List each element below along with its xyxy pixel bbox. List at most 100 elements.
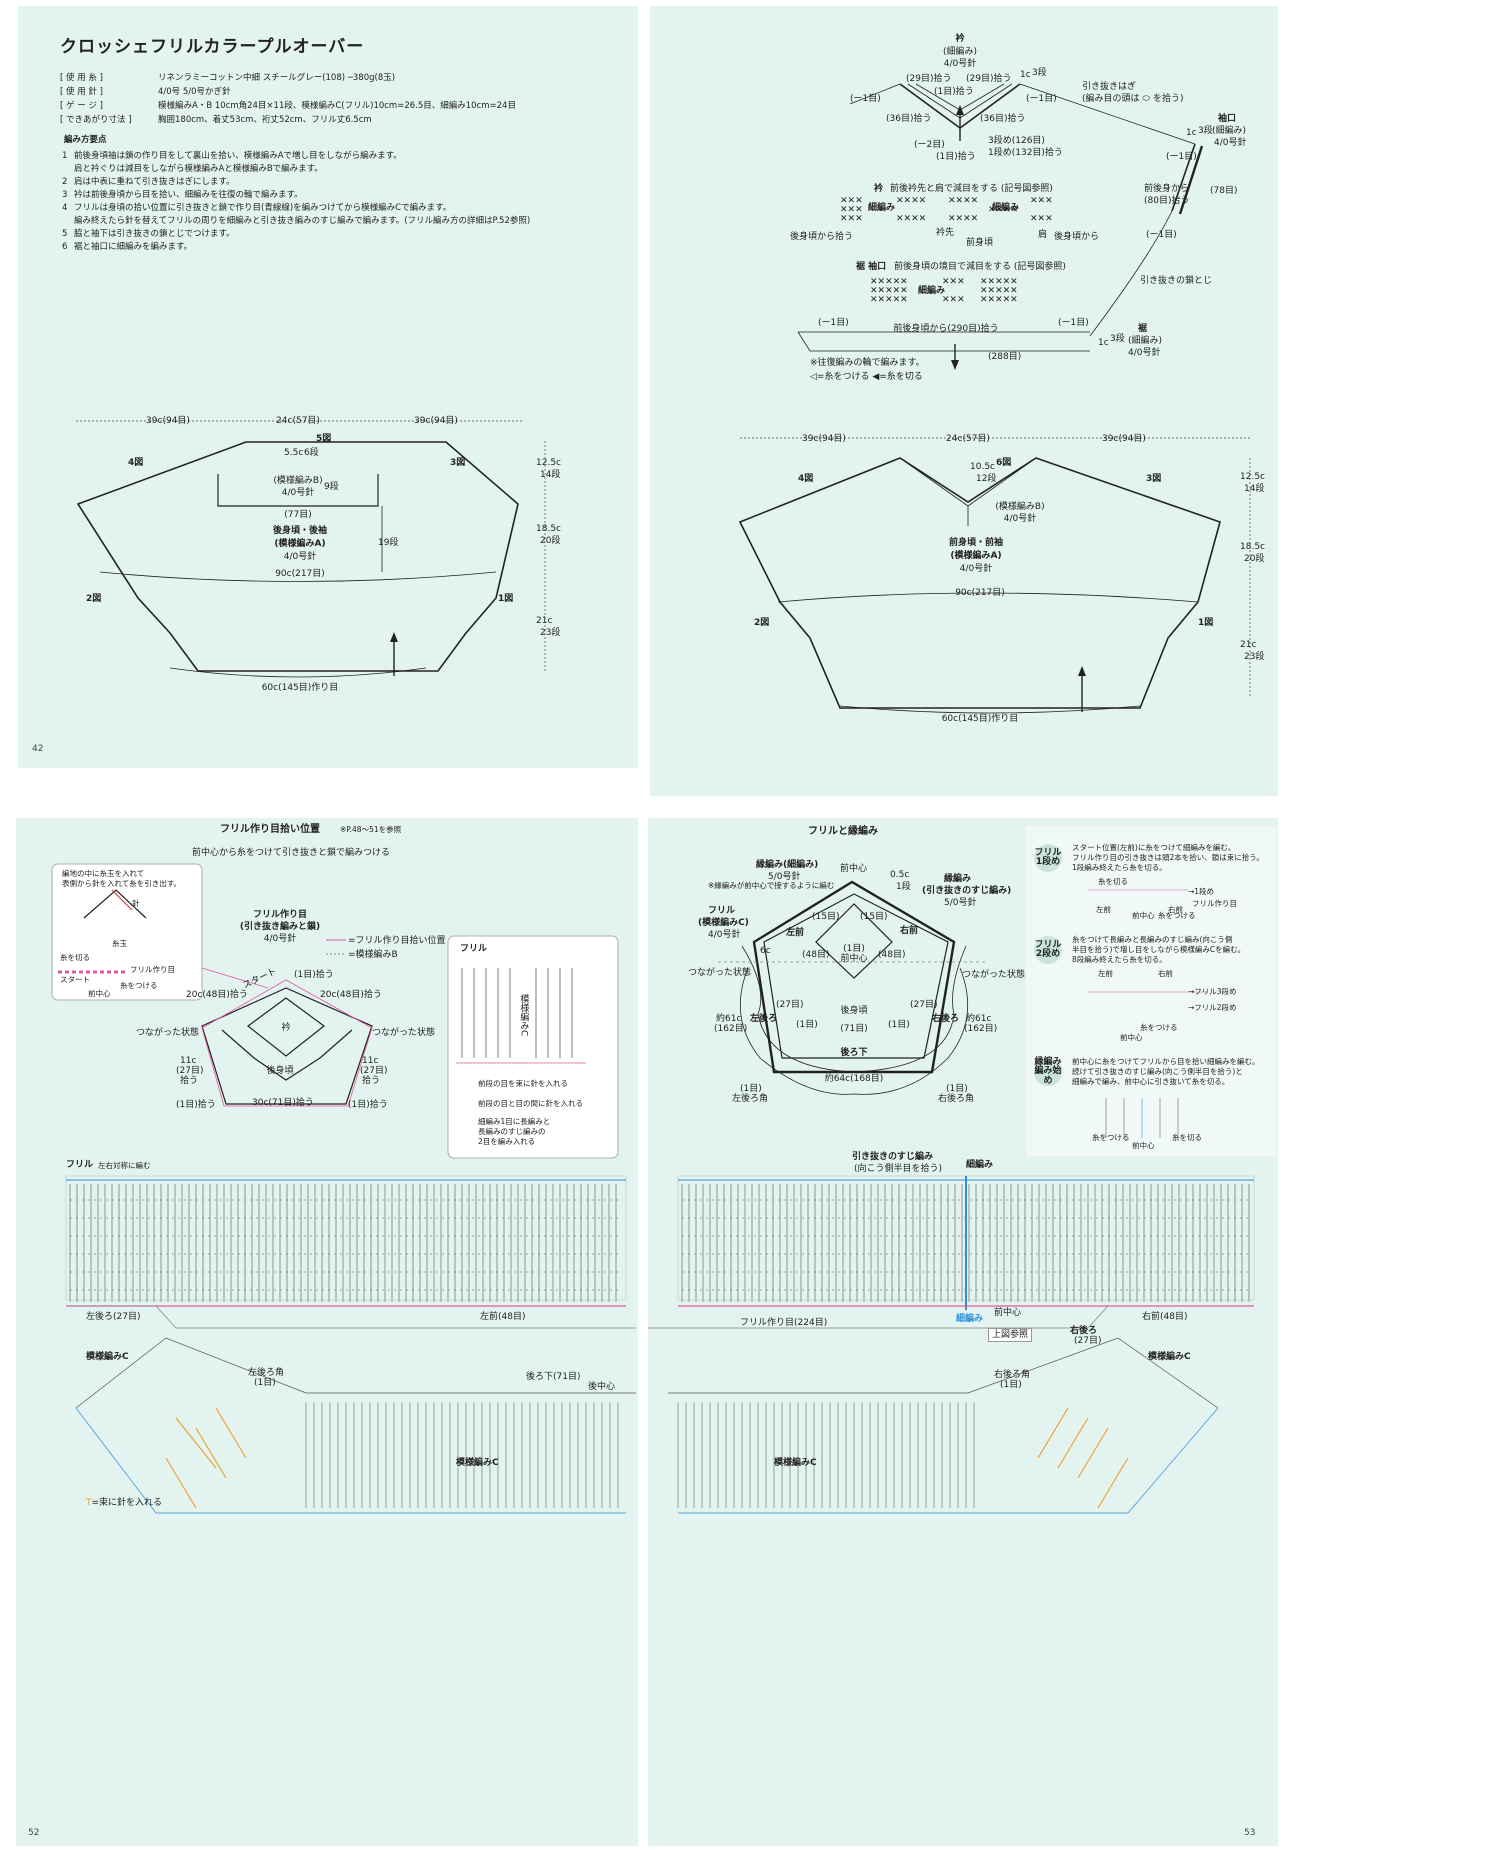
dim-label: (1目)拾う [176, 1100, 216, 1110]
inset-label: 針 [132, 899, 140, 908]
pattern-label: (模様編みB) [995, 502, 1045, 512]
svg-text:✕✕✕: ✕✕✕ [840, 205, 863, 215]
section-title: フリルと縁編み [808, 826, 878, 837]
step-label: 糸をつける [1140, 1023, 1178, 1032]
dim-label: (ー1目) [850, 94, 881, 104]
svg-text:✕✕✕: ✕✕✕ [942, 295, 965, 305]
dim-label: (162目) [714, 1024, 748, 1034]
svg-text:✕✕✕✕: ✕✕✕✕ [948, 196, 978, 206]
frill-base-sub: (引き抜き編みと鎖) [239, 922, 321, 932]
spec-value: 胸囲180cm、着丈53cm、裄丈52cm、フリル丈6.5cm [158, 115, 372, 125]
dim-label: (1目)拾う [294, 970, 334, 980]
dim-label: 1段め(132目)拾う [988, 148, 1063, 158]
needle-label: 4/0号針 [1214, 138, 1247, 148]
dim-label: 90c(217目) [275, 569, 325, 579]
dim-label: (288目) [988, 352, 1022, 362]
dim-label: 9段 [324, 482, 339, 492]
dim-label: 19段 [378, 538, 399, 548]
step-text: フリル作り目の引き抜きは頭2本を拾い、鎖は束に拾う。 [1072, 853, 1264, 862]
step-text: 前中心に糸をつけてフリルから目を拾い細編みを編む。 [1072, 1057, 1260, 1066]
key-text: 前段の目を束に針を入れる [478, 1079, 568, 1088]
svg-text:✕✕✕: ✕✕✕ [942, 277, 965, 287]
spec-row: [ 使 用 糸 ] [60, 73, 103, 83]
frill-stitch-grid-53 [677, 1175, 1255, 1310]
back-body-schematic [76, 420, 546, 678]
dim-label: つながった状態 [962, 970, 1026, 980]
badge-line: フリル [1034, 847, 1062, 858]
stitch-label: 引き抜きのすじ編み [852, 1152, 934, 1162]
dim-label: 約61c [716, 1014, 742, 1024]
back-label: 後身頃 [266, 1066, 294, 1076]
needle-label: 4/0号針 [943, 59, 977, 69]
dim-label: (27目) [776, 1000, 804, 1010]
step-label: フリル作り目 [1192, 899, 1237, 908]
dim-label: 右前 [900, 926, 919, 936]
step-label: 左前 [1098, 969, 1113, 978]
key-label: =束に針を入れる [91, 1498, 163, 1508]
dim-label: 前中心 [994, 1308, 1022, 1318]
sleeve-subtitle: (細編み) [1212, 126, 1247, 136]
dim-label: (1目) [796, 1020, 818, 1030]
spec-row: [ 使 用 針 ] [60, 87, 103, 97]
dim-label: 18.5c [1240, 542, 1265, 552]
key-text: 長編みのすじ編みの [478, 1127, 546, 1136]
frill-base-title: フリル作り目 [252, 910, 308, 920]
needle-label: 4/0号針 [283, 552, 317, 562]
dim-label: 右後ろ [932, 1014, 960, 1024]
dim-label: 20段 [1244, 554, 1265, 564]
dim-label: 前中心 [840, 864, 868, 874]
collar-title: 衿 [955, 34, 965, 44]
dim-label: 約64c(168目) [824, 1074, 884, 1084]
step-label: 左前 [1096, 905, 1111, 914]
dim-label: 1段 [896, 882, 911, 892]
spec-value: 4/0号 5/0号かぎ針 [158, 87, 231, 97]
dim-label: (71目) [840, 1024, 868, 1034]
step-label: 糸を切る [1172, 1133, 1202, 1142]
step-text: 1段編み終えたら糸を切る。 [1072, 863, 1167, 872]
dim-label: 1c [1020, 70, 1031, 80]
svg-text:✕✕✕✕: ✕✕✕✕ [988, 205, 1018, 215]
step-label: →フリル2段め [1188, 1003, 1237, 1012]
needle-label: 4/0号針 [263, 934, 297, 944]
frill-section-title: フリル [66, 1160, 94, 1170]
dim-label: 0.5c [890, 870, 910, 880]
note: ※往復編みの輪で編みます。 [810, 358, 925, 368]
dim-label: 6段 [304, 448, 319, 458]
note: 引き抜きの鎖とじ [1140, 276, 1213, 286]
inset-label: スタート [60, 975, 90, 984]
step-text: 前後身頃袖は鎖の作り目をして裏山を拾い、模様編みAで増し目をしながら編みます。 [74, 151, 402, 161]
chart-desc: 前後身頃の境目で減目をする (記号図参照) [894, 262, 1066, 272]
dim-label: 12.5c [536, 458, 561, 468]
dim-label: 21c [536, 616, 553, 626]
edge-note: ※縁編みが前中心で接するように編む [708, 881, 835, 890]
step-label: 前中心 [1132, 911, 1155, 920]
step-number: 2 [62, 177, 68, 187]
frill-label: (模様編みC) [698, 918, 749, 928]
dim-label: 拾う [362, 1076, 381, 1086]
dim-label: 3段 [1198, 126, 1213, 136]
dim-label: 20c(48目)拾う [186, 990, 248, 1000]
spec-label: 使 用 糸 [66, 73, 97, 83]
figure-ref: 1図 [1198, 618, 1214, 628]
figure-ref: 1図 [498, 594, 514, 604]
dim-label: 3段め(126目) [988, 136, 1045, 146]
step-text: 8段編み終えたら糸を切る。 [1072, 955, 1167, 964]
spec-value: 模様編みA・B 10cm角24目×11段、模様編みC(フリル)10cm=26.5… [158, 101, 516, 111]
svg-text:✕✕✕✕✕: ✕✕✕✕✕ [870, 277, 908, 287]
dim-label: 60c(145目)作り目 [261, 683, 339, 693]
dim-label: 5.5c [284, 448, 304, 458]
dim-label: (48目) [802, 950, 830, 960]
svg-text:✕✕✕✕✕: ✕✕✕✕✕ [870, 286, 908, 296]
step-text: 脇と袖下は引き抜きの鎖とじでつけます。 [74, 229, 235, 239]
legend-label: =フリル作り目拾い位置 [348, 936, 446, 946]
section-title: フリル作り目拾い位置 [220, 824, 320, 835]
step-text: 細編みで編み、前中心に引き抜いて糸を切る。 [1072, 1077, 1230, 1086]
step-label: 糸をつける [1158, 911, 1196, 920]
svg-text:✕✕✕: ✕✕✕ [1030, 196, 1053, 206]
dim-label: 24c(57目) [276, 416, 320, 426]
frill-diagrams-52 [51, 863, 636, 1514]
note: 引き抜きはぎ [1082, 82, 1137, 92]
dim-label: 3段 [1032, 68, 1047, 78]
